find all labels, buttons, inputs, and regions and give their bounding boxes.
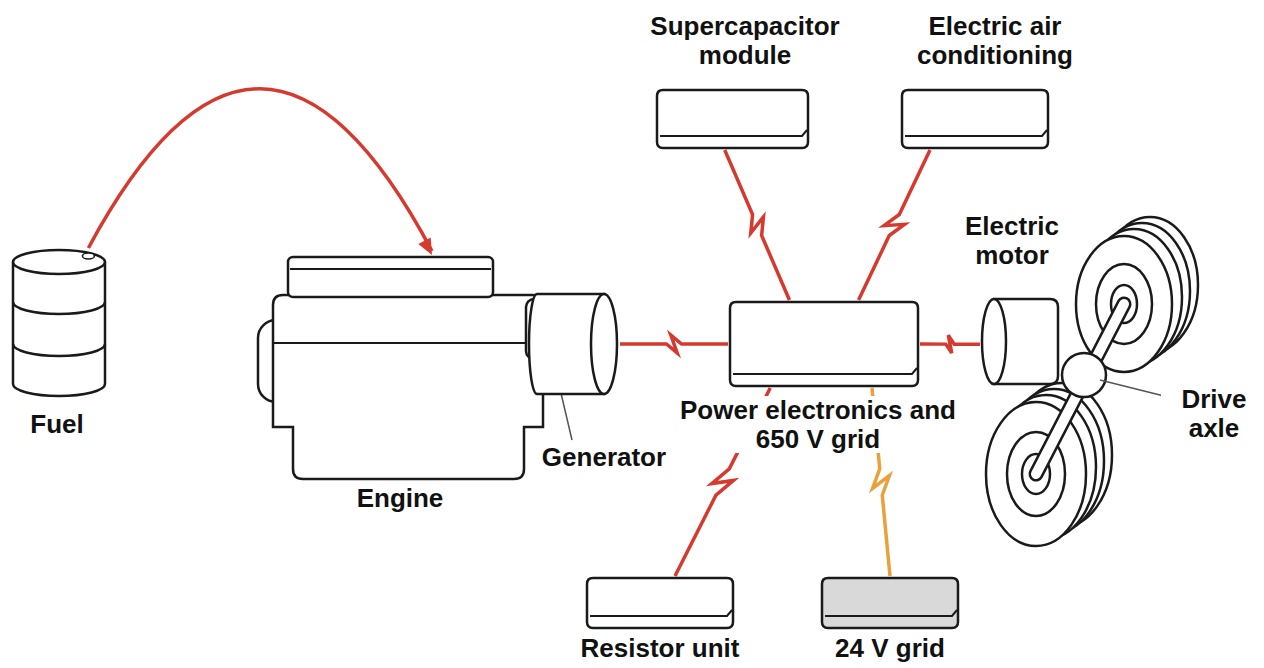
supercapacitor-box: Supercapacitor module: [655, 88, 810, 150]
power-electronics-box: Power electronics and 650 V grid: [728, 300, 920, 388]
node-label: 24 V grid: [832, 634, 948, 663]
power-connector: [859, 150, 930, 300]
engine: Engine: [258, 255, 560, 480]
node-label: Fuel: [27, 410, 86, 439]
differential: [1062, 353, 1106, 397]
low-voltage-box-outline: [820, 576, 960, 630]
air-conditioning-box-outline: [900, 88, 1050, 150]
fuel-barrel-outline: [10, 248, 108, 398]
power-connector: [920, 335, 980, 353]
part-label: Drive axle: [1161, 385, 1264, 442]
generator: Generator: [527, 290, 620, 398]
air-conditioning-box: Electric air conditioning: [900, 88, 1050, 150]
node-label: Resistor unit: [578, 634, 743, 663]
node-label: Power electronics and 650 V grid: [675, 396, 961, 453]
power-connector: [88, 89, 432, 251]
fuel-barrel: Fuel: [10, 248, 108, 398]
node-label: Engine: [354, 484, 447, 513]
resistor-box-outline: [585, 576, 735, 630]
node-label: Generator: [539, 443, 669, 472]
node-label: Supercapacitor module: [622, 12, 868, 69]
power-connector: [725, 150, 790, 300]
supercapacitor-box-outline: [655, 88, 810, 150]
power-electronics-box-outline: [728, 300, 920, 388]
node-label: Electric air conditioning: [882, 12, 1108, 69]
engine-outline: [258, 255, 560, 480]
electric-motor-outline: [980, 295, 1060, 388]
resistor-box: Resistor unit: [585, 576, 735, 630]
low-voltage-box: 24 V grid: [820, 576, 960, 630]
arrowhead: [418, 238, 432, 255]
power-connector: [620, 335, 728, 353]
generator-outline: [527, 290, 620, 398]
electric-motor: Electric motor: [980, 295, 1060, 388]
node-label: Electric motor: [944, 212, 1080, 269]
